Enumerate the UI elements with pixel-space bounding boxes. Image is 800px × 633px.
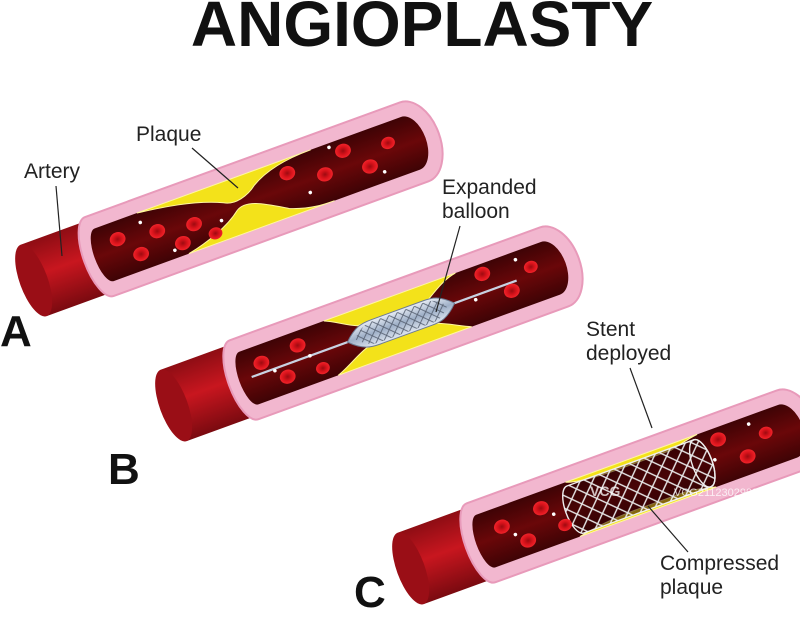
blood-cell xyxy=(533,501,549,516)
blood-cell xyxy=(503,283,520,298)
plaque-leader-line xyxy=(191,147,239,189)
watermark-text: VCG211230299887 xyxy=(674,487,770,499)
expanded-balloon xyxy=(346,297,456,348)
blood-cell xyxy=(133,246,150,262)
stent-deployed-label-line-2: deployed xyxy=(586,342,671,365)
expanded-balloon-label-line-2: balloon xyxy=(442,200,510,223)
blood-cell xyxy=(474,266,491,282)
watermark: VCG VCG211230299887 xyxy=(590,483,770,499)
blood-cell xyxy=(335,143,351,158)
deployed-stent xyxy=(562,438,716,534)
artery-c xyxy=(392,388,800,605)
blood-cell xyxy=(279,166,296,181)
blood-cell xyxy=(289,338,306,353)
blood-cells-b xyxy=(253,257,538,384)
artery-c-cut-end xyxy=(392,532,430,605)
panel-c-letter: C xyxy=(354,568,386,617)
stent-deployed-leader-line xyxy=(629,367,653,429)
blood-cell xyxy=(175,235,191,251)
compressed-plaque-label-line-2: plaque xyxy=(660,576,723,599)
diagram-title: ANGIOPLASTY xyxy=(191,0,653,60)
artery-label: Artery xyxy=(24,160,81,183)
blood-cell xyxy=(523,260,538,274)
blood-cells-a xyxy=(109,136,395,262)
blood-cell xyxy=(253,355,270,370)
plaque-a-top xyxy=(136,149,311,214)
blood-cells-c xyxy=(493,422,773,548)
panel-a-letter: A xyxy=(0,307,32,356)
artery-b-cut-end xyxy=(155,369,193,442)
artery-a xyxy=(15,100,444,317)
artery-leader-line xyxy=(55,185,63,257)
blood-cell xyxy=(758,426,773,439)
compressed-plaque-label-line-1: Compressed xyxy=(660,552,779,575)
watermark-logo: VCG xyxy=(590,483,620,499)
panel-c: VCG VCG211230299887 C Stent deployed Com… xyxy=(354,318,800,617)
blood-cell xyxy=(149,224,166,239)
stent-deployed-label-line-1: Stent xyxy=(586,318,635,341)
artery-b xyxy=(155,225,584,442)
blood-cell xyxy=(279,369,296,384)
panel-a: A Artery Plaque xyxy=(0,100,444,356)
blood-cell xyxy=(493,519,510,534)
blood-cell xyxy=(710,432,726,447)
expanded-balloon-leader-line xyxy=(435,225,461,313)
blood-cell xyxy=(739,449,756,464)
blood-cell xyxy=(208,227,223,240)
compressed-plaque-leader-line xyxy=(647,505,689,553)
blood-cell xyxy=(316,361,330,375)
blood-cell xyxy=(186,217,202,232)
panel-b-letter: B xyxy=(108,445,140,494)
panel-b: B Expanded balloon xyxy=(108,176,584,494)
artery-a-cut-end xyxy=(15,244,53,317)
plaque-label: Plaque xyxy=(136,123,201,146)
blood-cell xyxy=(317,167,333,182)
expanded-balloon-label-line-1: Expanded xyxy=(442,176,537,199)
blood-cell xyxy=(520,533,537,548)
blood-cell xyxy=(109,232,126,247)
blood-cell xyxy=(381,136,395,150)
blood-cell xyxy=(558,518,572,532)
blood-cell xyxy=(362,159,378,174)
